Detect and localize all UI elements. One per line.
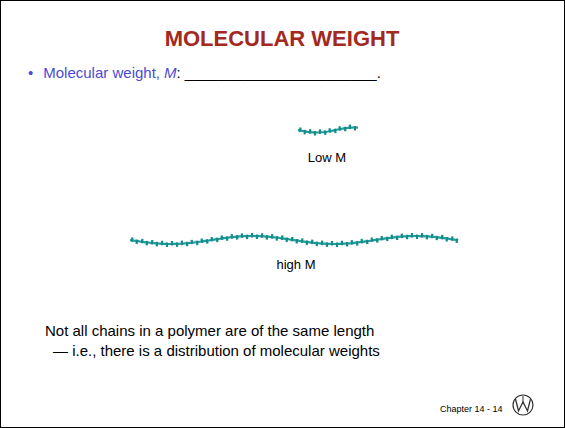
monomer-unit [380,236,383,240]
monomer-unit [196,241,199,245]
monomer-unit [396,236,399,240]
monomer-unit [336,242,338,247]
monomer-unit [338,126,341,130]
monomer-unit [285,238,288,242]
monomer-unit [186,242,189,246]
monomer-unit [261,233,263,237]
monomer-unit [151,240,154,244]
monomer-unit [266,235,269,239]
monomer-unit [411,233,413,237]
monomer-unit [241,233,243,237]
monomer-unit [156,242,159,246]
monomer-unit [370,238,373,242]
monomer-unit [314,131,316,136]
monomer-unit [421,233,423,238]
monomer-unit [309,129,312,133]
monomer-unit [354,126,356,131]
monomer-unit [344,127,347,131]
monomer-unit [436,236,439,240]
monomer-unit [135,240,138,244]
monomer-unit [271,234,274,238]
monomer-unit [161,241,163,246]
monomer-unit [251,233,253,238]
monomer-unit [401,234,404,238]
monomer-unit [166,242,168,247]
monomer-unit [256,235,258,240]
monomer-unit [200,238,203,242]
chain-label: high M [276,257,315,272]
monomer-unit [226,236,229,240]
publisher-logo [513,395,533,415]
monomer-unit [351,240,354,244]
bullet-line: • Molecular weight,M: ___________________… [28,64,381,81]
monomer-unit [426,235,428,239]
monomer-unit [455,239,458,243]
monomer-unit [171,241,173,246]
monomer-unit [146,241,149,245]
monomer-unit [366,240,369,244]
monomer-unit [216,238,219,242]
monomer-unit [346,242,349,246]
monomer-unit [141,239,144,243]
slide-number: Chapter 14 - 14 [440,404,503,414]
monomer-unit [306,241,309,245]
monomer-unit [206,239,209,243]
monomer-unit [303,130,306,134]
monomer-unit [441,235,444,239]
monomer-unit [181,241,183,245]
monomer-unit [276,236,279,240]
monomer-unit [321,241,324,245]
monomer-unit [231,234,234,238]
monomer-unit [361,239,364,243]
monomer-unit [295,239,298,243]
monomer-unit [391,235,394,239]
monomer-unit [176,242,178,247]
monomer-unit [386,237,389,241]
bullet: • [28,64,33,81]
monomer-unit [451,236,454,240]
polymer-chains [130,125,458,247]
monomer-unit [331,241,333,246]
monomer-unit [191,240,194,244]
monomer-unit [246,235,248,240]
monomer-unit [431,234,434,238]
monomer-unit [406,235,408,240]
monomer-unit [328,128,331,132]
term-symbol: M [164,64,177,81]
monomer-unit [376,238,379,242]
monomer-unit [301,238,304,242]
monomer-unit [341,241,343,246]
slide-title: MOLECULAR WEIGHT [165,26,400,52]
chain-backbone [130,236,458,244]
monomer-unit [324,130,327,134]
monomer-unit [326,242,328,246]
monomer-unit [356,241,359,245]
monomer-unit [316,242,319,246]
monomer-unit [445,237,448,241]
term-text: Molecular weight, [43,64,160,81]
monomer-unit [416,235,418,240]
monomer-unit [220,235,223,239]
monomer-unit [299,127,302,131]
monomer-unit [131,237,134,241]
monomer-unit [236,235,239,239]
monomer-unit [319,129,321,133]
note-text: Not all chains in a polymer are of the s… [45,322,374,339]
blank-line: : _______________________. [176,64,380,81]
monomer-unit [291,237,294,241]
monomer-unit [334,129,337,133]
monomer-unit [281,235,284,239]
monomer-unit [210,237,213,241]
monomer-unit [311,240,314,244]
monomer-unit [349,125,352,129]
chain-label: Low M [308,150,346,165]
note-text: — i.e., there is a distribution of molec… [53,342,380,359]
